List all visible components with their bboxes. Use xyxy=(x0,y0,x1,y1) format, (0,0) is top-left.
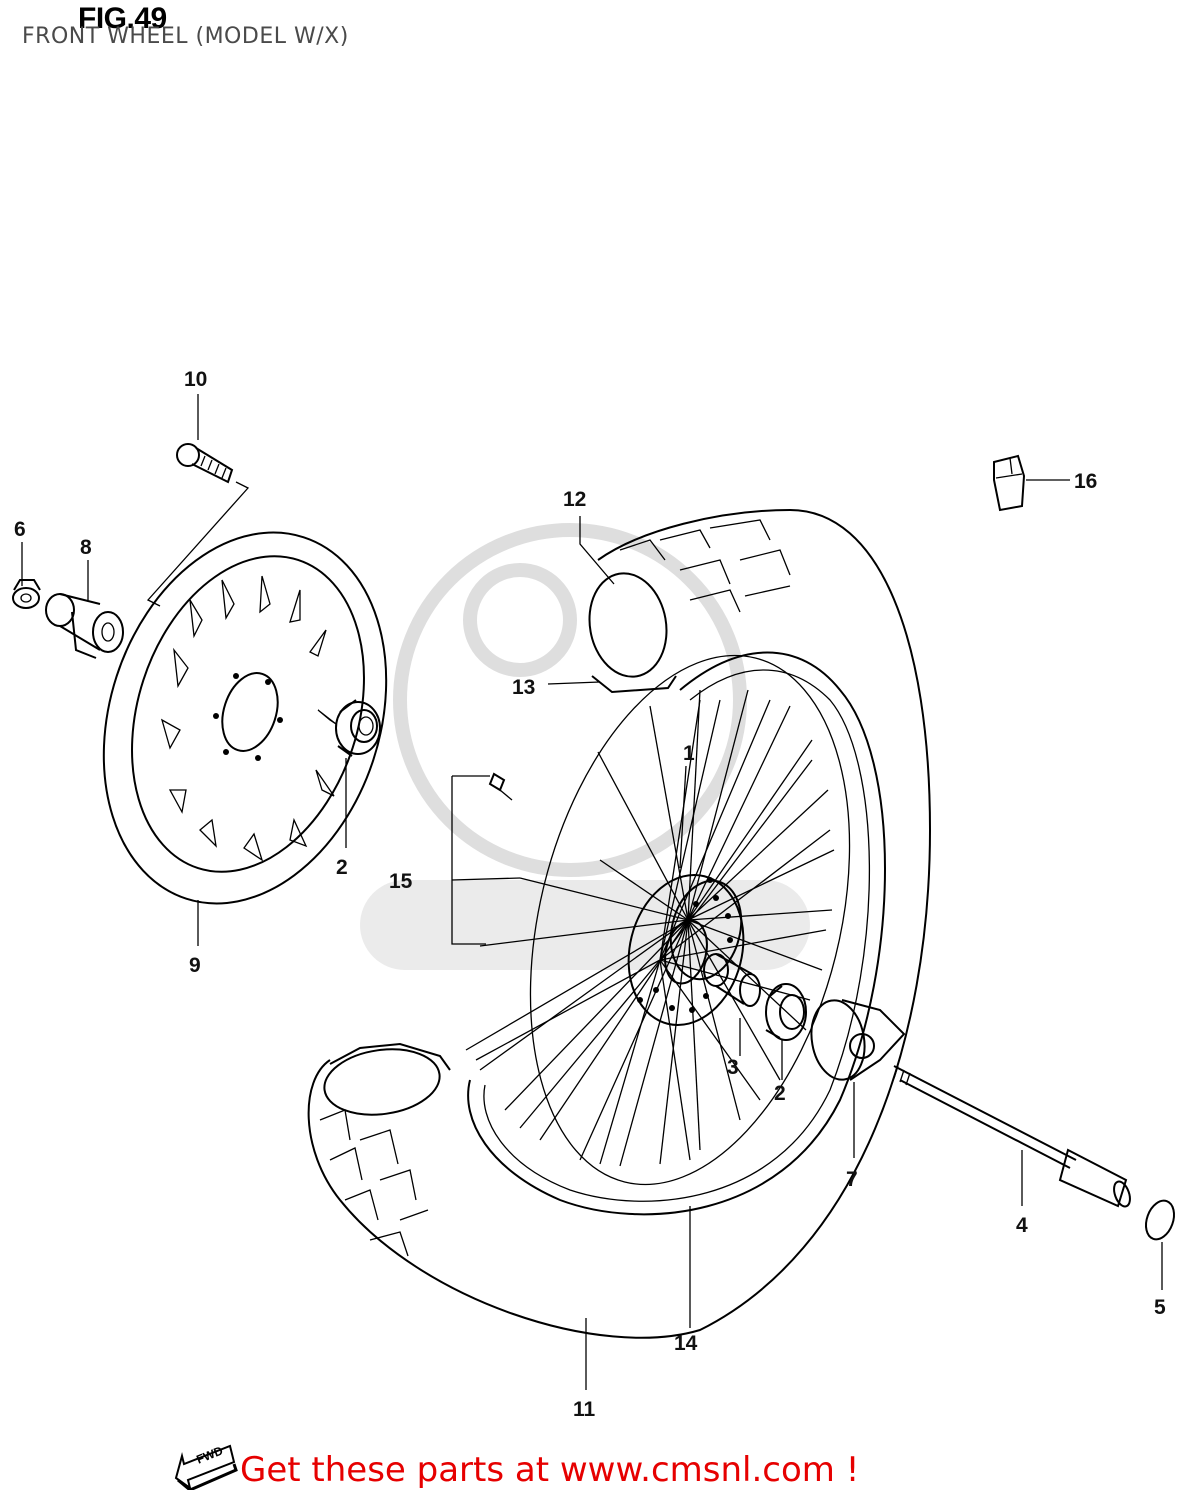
valve-cap-part-16 xyxy=(993,454,1026,512)
spoke-nipple-part-15 xyxy=(488,772,513,801)
callout-5: 5 xyxy=(1154,1296,1166,1319)
watermark-logo xyxy=(360,523,810,970)
callout-12: 12 xyxy=(563,488,586,511)
hub-part-1 xyxy=(627,874,745,1026)
axle-part-4 xyxy=(893,1065,1131,1208)
callout-9: 9 xyxy=(189,954,201,977)
figure-title: FIG.49 xyxy=(78,2,167,35)
nut-part-6 xyxy=(12,579,41,609)
forward-direction-arrow: FWD xyxy=(172,1440,242,1492)
bolt-part-10 xyxy=(146,443,250,607)
callout-4: 4 xyxy=(1016,1214,1028,1237)
callout-3: 3 xyxy=(727,1056,739,1079)
callout-2-right: 2 xyxy=(774,1082,786,1105)
callout-11: 11 xyxy=(573,1398,596,1421)
callout-14: 14 xyxy=(674,1332,698,1355)
spokes-part-15 xyxy=(465,689,835,1167)
spacer-part-3 xyxy=(703,953,761,1007)
brake-disc-part-9 xyxy=(102,531,388,905)
spacer-part-8 xyxy=(45,593,124,659)
footer-link-text[interactable]: Get these parts at www.cmsnl.com ! xyxy=(240,1450,860,1490)
leader-lines xyxy=(21,394,1163,1390)
callout-15: 15 xyxy=(389,870,413,893)
figure-subtitle: FRONT WHEEL (MODEL W/X) xyxy=(22,24,349,49)
callout-2-left: 2 xyxy=(336,856,348,879)
callout-1: 1 xyxy=(683,742,695,765)
bearing-part-2-right xyxy=(765,983,807,1041)
collar-part-7 xyxy=(810,999,906,1081)
callout-6: 6 xyxy=(14,518,26,541)
cap-part-5 xyxy=(1144,1199,1176,1241)
forward-arrow-icon xyxy=(174,1444,238,1492)
callout-10: 10 xyxy=(184,368,207,391)
bearing-part-2-left xyxy=(335,699,381,757)
callout-7: 7 xyxy=(846,1168,858,1191)
tire-part-11 xyxy=(307,508,932,1339)
callout-13: 13 xyxy=(512,676,535,699)
callout-8: 8 xyxy=(80,536,92,559)
callout-16: 16 xyxy=(1074,470,1097,493)
